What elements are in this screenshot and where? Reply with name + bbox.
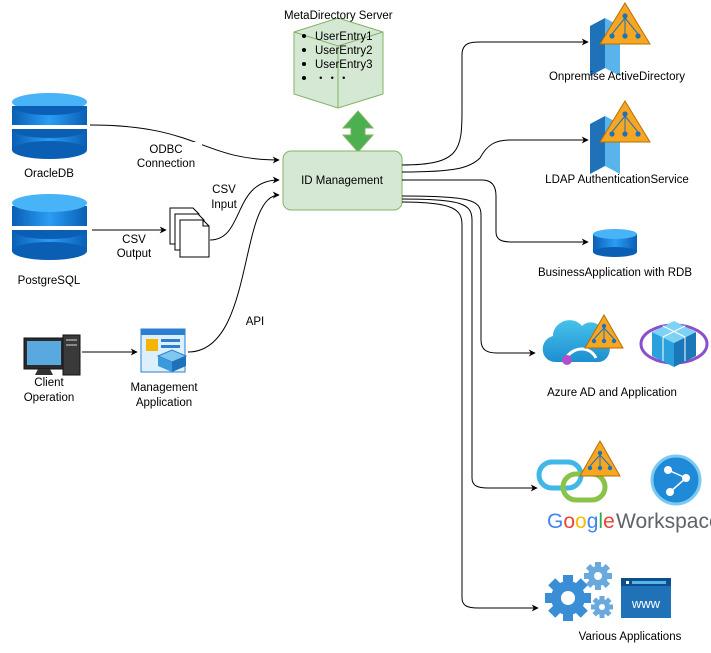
google-letter: e	[603, 510, 615, 533]
workspace-word: Workspace	[616, 510, 711, 533]
csv-output-label-1: CSV	[122, 234, 146, 246]
google-word: Google	[547, 510, 615, 533]
client-label-1: Client	[34, 377, 64, 389]
business-app-db-icon[interactable]	[593, 229, 637, 257]
csv-input-label-2: Input	[211, 199, 237, 211]
azure-ad-icon[interactable]	[542, 313, 624, 365]
gear-icon[interactable]	[545, 562, 613, 621]
google-letter: o	[575, 510, 587, 533]
metadirectory-title: MetaDirectory Server	[284, 10, 393, 22]
management-application-icon[interactable]	[140, 328, 188, 373]
www-text: www	[631, 596, 661, 611]
google-letter: g	[587, 510, 599, 533]
postgresql-label: PostgreSQL	[18, 275, 81, 287]
api-label: API	[246, 316, 265, 328]
onpremise-ad-icon[interactable]	[590, 2, 651, 76]
edge-idm-to-azure	[401, 195, 536, 357]
csv-document-icon[interactable]	[169, 207, 210, 258]
entry-2: UserEntry2	[315, 45, 373, 57]
metadirectory-entry-list: UserEntry1 UserEntry2 UserEntry3 ・・・	[302, 31, 373, 85]
csv-input-label-1: CSV	[212, 184, 236, 196]
mgmt-app-label-1: Management	[130, 382, 198, 394]
entry-3: UserEntry3	[315, 59, 373, 71]
id-management-label: ID Management	[301, 175, 384, 187]
oracle-db-label: OracleDB	[24, 168, 74, 180]
various-apps-label: Various Applications	[579, 631, 682, 643]
entry-1: UserEntry1	[315, 31, 373, 43]
mgmt-app-label-2: Application	[136, 397, 192, 409]
odbc-label-1: ODBC	[149, 144, 182, 156]
google-link-icon[interactable]	[536, 439, 621, 503]
postgresql-icon[interactable]	[12, 194, 87, 260]
edge-idm-to-google	[401, 198, 538, 492]
google-letter: G	[547, 510, 563, 533]
entry-ellipsis: ・・・	[315, 73, 350, 85]
google-letter: o	[563, 510, 575, 533]
edge-idm-to-business-app	[402, 179, 589, 246]
edge-csv-to-idm	[209, 176, 280, 241]
ldap-label: LDAP AuthenticationService	[545, 174, 689, 186]
client-label-2: Operation	[24, 392, 75, 404]
client-computer-icon[interactable]	[23, 334, 81, 376]
azure-label: Azure AD and Application	[547, 387, 677, 399]
oracle-db-icon[interactable]	[12, 93, 87, 159]
azure-app-service-icon[interactable]	[650, 454, 702, 506]
edge-idm-to-various	[401, 201, 539, 612]
google-letter: l	[598, 510, 603, 533]
csv-output-label-2: Output	[117, 248, 152, 260]
azure-app-cube-icon[interactable]	[639, 321, 709, 367]
onpremise-ad-label: Onpremise ActiveDirectory	[549, 71, 685, 83]
edge-idm-to-onpremise-ad	[401, 38, 589, 166]
sync-double-arrow	[341, 110, 375, 153]
odbc-label-2: Connection	[137, 158, 195, 170]
edge-idm-to-ldap	[401, 136, 589, 173]
business-app-label: BusinessApplication with RDB	[538, 267, 692, 279]
ldap-icon[interactable]	[590, 100, 651, 174]
edge-mgmt-app-to-idm	[187, 191, 280, 353]
www-browser-icon[interactable]: www	[621, 578, 671, 618]
google-workspace-logo: Google Workspace	[547, 510, 711, 533]
id-management-node[interactable]: ID Management	[282, 150, 403, 211]
metadirectory-server[interactable]: MetaDirectory Server UserEntry1 UserEntr…	[284, 10, 393, 109]
